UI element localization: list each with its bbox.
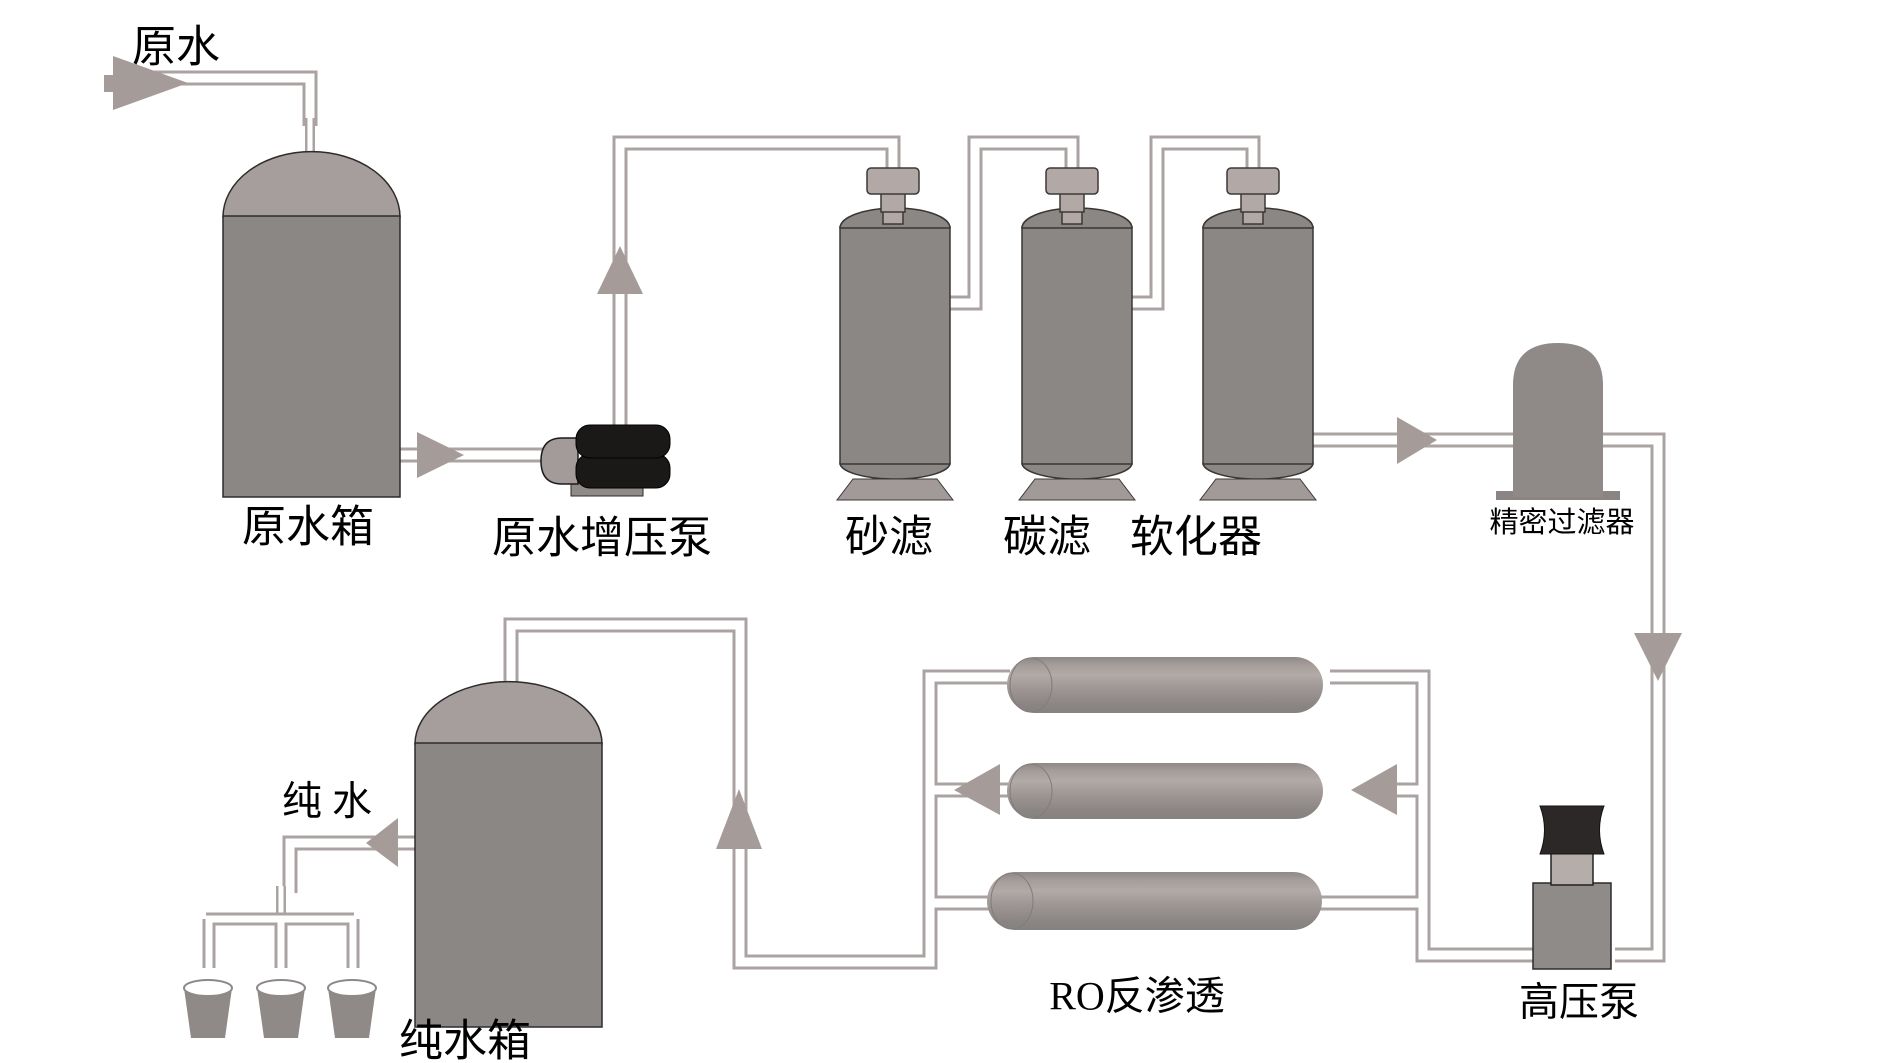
ro-membrane-middle-shell <box>1007 763 1323 819</box>
raw-water-tank-dome <box>222 150 401 218</box>
ro-membrane-bottom <box>987 872 1322 930</box>
sand-filter-body <box>839 226 951 465</box>
flow-arrows <box>104 56 1682 867</box>
label-precision-filter: 精密过滤器 <box>1489 506 1634 539</box>
hp-pump-body <box>1532 882 1612 970</box>
raw-water-tank <box>222 150 401 498</box>
pipe-carbon-to-softener-core <box>1132 138 1258 308</box>
label-pure-water: 纯 水 <box>282 779 372 824</box>
label-raw-water-tank: 原水箱 <box>242 503 374 552</box>
ro-membrane-middle-cap <box>1009 763 1053 819</box>
labels: 原水 原水箱 原水增压泵 砂滤 碳滤 软化器 精密过滤器 高压泵 RO反渗透 纯… <box>132 23 1639 1063</box>
pure-water-tank-dome <box>414 680 603 745</box>
pipe-faucet-manifold-core <box>205 915 357 968</box>
sand-filter-pedestal <box>835 478 955 501</box>
label-raw-water: 原水 <box>132 23 220 72</box>
carbon-filter-body <box>1021 226 1133 465</box>
flow-arrow-right-icon <box>417 432 464 478</box>
label-ro-reverse-osmosis: RO反渗透 <box>1049 974 1225 1019</box>
flow-arrow-up-icon <box>597 246 643 294</box>
booster-pump-body-upper <box>575 424 671 459</box>
water-cup-rim <box>327 979 377 997</box>
water-cup <box>257 988 305 1038</box>
flow-arrow-right-icon <box>1397 417 1437 464</box>
ro-membrane-bottom-cap <box>990 872 1034 930</box>
pipe-raw-inlet-core <box>150 73 315 126</box>
label-pure-water-tank: 纯水箱 <box>399 1017 531 1063</box>
booster-pump <box>540 424 671 497</box>
raw-water-tank-body <box>222 215 401 498</box>
sand-filter-tank <box>835 167 955 501</box>
water-cups <box>183 979 377 1038</box>
sand-filter-valve <box>866 167 920 195</box>
ro-membrane-top-cap <box>1009 657 1053 713</box>
water-cup-rim <box>183 979 233 997</box>
flow-arrow-left-icon <box>1351 764 1397 815</box>
softener-bottom <box>1202 462 1314 480</box>
pipe-precision-to-hppump-core <box>1600 435 1663 960</box>
label-carbon-filter: 碳滤 <box>1003 513 1091 562</box>
carbon-filter-pedestal <box>1017 478 1137 501</box>
flow-arrow-left-icon <box>366 818 398 867</box>
label-softener: 软化器 <box>1130 513 1262 562</box>
ro-membrane-top-shell <box>1007 657 1323 713</box>
water-cup-rim <box>256 979 306 997</box>
raw-water-funnel-tab <box>104 75 114 92</box>
flow-arrow-left-icon <box>954 764 1000 815</box>
flow-arrow-up-icon <box>716 789 762 849</box>
carbon-filter-bottom <box>1021 462 1133 480</box>
water-cup <box>328 988 376 1038</box>
ro-membrane-top <box>1007 657 1323 713</box>
ro-membrane-middle <box>1007 763 1323 819</box>
softener-pedestal <box>1198 478 1318 501</box>
label-high-pressure-pump: 高压泵 <box>1519 980 1639 1025</box>
carbon-filter-valve <box>1045 167 1099 195</box>
precision-filter-body <box>1513 343 1603 497</box>
raw-water-funnel-icon <box>113 56 188 110</box>
softener-tank <box>1198 167 1318 501</box>
precision-filter <box>1496 343 1620 500</box>
water-cup <box>184 988 232 1038</box>
softener-valve <box>1226 167 1280 195</box>
pure-water-tank-body <box>414 742 603 1028</box>
pure-water-tank <box>414 680 603 1028</box>
flow-arrow-down-icon <box>1634 633 1682 681</box>
booster-pump-motor-cap <box>540 437 579 485</box>
carbon-filter-tank <box>1017 167 1137 501</box>
hp-pump-neck <box>1550 852 1594 886</box>
booster-pump-body-lower <box>575 453 671 489</box>
label-booster-pump: 原水增压泵 <box>492 514 712 563</box>
softener-body <box>1202 226 1314 465</box>
ro-membrane-bottom-shell <box>987 872 1322 930</box>
hp-pump-motor <box>1539 805 1605 855</box>
high-pressure-pump <box>1532 805 1612 970</box>
pipe-hppump-to-ro-core <box>1310 672 1535 960</box>
sand-filter-bottom <box>839 462 951 480</box>
pipe-sand-to-carbon-core <box>948 138 1077 308</box>
label-sand-filter: 砂滤 <box>845 513 933 562</box>
